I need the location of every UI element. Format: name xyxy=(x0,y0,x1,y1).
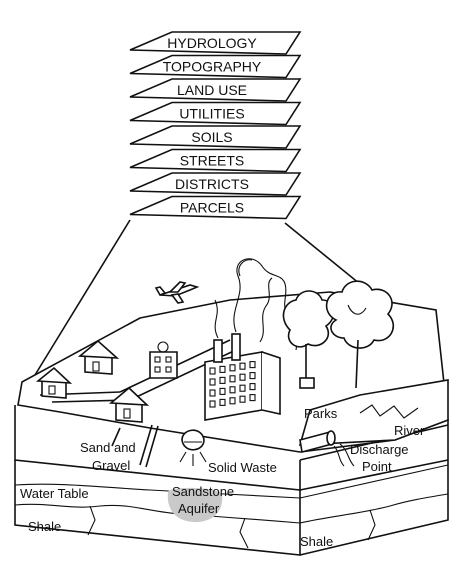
label-parks: Parks xyxy=(304,406,338,421)
well-pipes xyxy=(111,424,159,468)
layer-label: STREETS xyxy=(180,153,245,169)
layer-label: HYDROLOGY xyxy=(167,35,257,51)
layer-sheet xyxy=(129,195,302,220)
factory-window xyxy=(219,387,226,395)
layer-sheet xyxy=(129,31,302,55)
solid-waste-pit xyxy=(179,429,207,466)
factory-window xyxy=(209,389,216,397)
label-sand-and: Sand and xyxy=(80,440,136,455)
factory-window xyxy=(219,365,226,373)
discharge-pipe-icon xyxy=(299,430,355,467)
label-gravel: Gravel xyxy=(92,458,130,473)
label-shale-left: Shale xyxy=(28,519,61,534)
layer-label: TOPOGRAPHY xyxy=(163,59,262,75)
factory-window xyxy=(219,376,226,384)
factory-window xyxy=(249,372,256,380)
factory-window xyxy=(239,373,246,381)
factory-window xyxy=(209,400,216,408)
label-water-table: Water Table xyxy=(20,486,89,501)
layer-sheet xyxy=(129,54,302,79)
factory-window xyxy=(229,397,236,405)
airplane-icon xyxy=(154,281,200,304)
factory-window xyxy=(249,361,256,369)
layer-sheet xyxy=(129,172,302,196)
factory-window xyxy=(249,394,256,402)
layer-label: SOILS xyxy=(191,129,232,145)
factory-window xyxy=(229,364,236,372)
factory-window xyxy=(219,398,226,406)
label-aquifer: Aquifer xyxy=(178,501,220,516)
factory-window xyxy=(229,386,236,394)
house-icon xyxy=(35,339,178,423)
factory-window xyxy=(239,384,246,392)
factory-window xyxy=(229,375,236,383)
label-shale-right: Shale xyxy=(300,534,333,549)
factory-window xyxy=(239,395,246,403)
labels: Parks River Discharge Point Sand and Gra… xyxy=(20,406,425,549)
layer-label: LAND USE xyxy=(177,82,247,98)
factory-window xyxy=(249,383,256,391)
layer-sheet xyxy=(129,125,302,149)
layer-label: DISTRICTS xyxy=(175,176,249,192)
layer-sheet xyxy=(129,148,302,173)
layer-label: UTILITIES xyxy=(179,106,244,122)
label-solid-waste: Solid Waste xyxy=(208,460,277,475)
label-discharge: Discharge xyxy=(350,442,409,457)
tree-icon xyxy=(282,280,394,389)
sandstone-aquifer-zone xyxy=(167,487,223,522)
factory-window xyxy=(209,378,216,386)
layer-stack: PARCELS DISTRICTS STREETS SOILS UTILITIES LAN… xyxy=(129,31,302,220)
factory-window xyxy=(239,362,246,370)
label-river: River xyxy=(394,423,425,438)
factory-window xyxy=(209,367,216,375)
layer-label: PARCELS xyxy=(180,200,244,216)
layer-sheet xyxy=(129,78,302,102)
label-point: Point xyxy=(362,459,392,474)
label-sandstone: Sandstone xyxy=(172,484,234,499)
layer-sheet xyxy=(129,101,302,126)
